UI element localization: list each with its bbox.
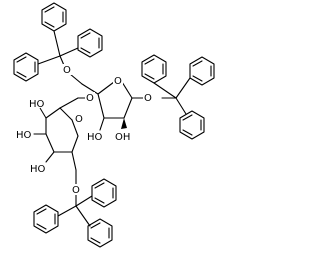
atom-label-oh-pyranose-3: HO — [16, 130, 32, 141]
phenyl-ring — [33, 204, 59, 234]
atom-label-o-trityl-bottom: O — [72, 185, 80, 196]
phenyl-ring — [179, 110, 205, 140]
atom-label-o-furanose-ring: O — [114, 76, 122, 87]
atom-label-oh-furanose-3: HO — [87, 132, 103, 143]
phenyl-ring — [13, 52, 39, 82]
phenyl-ring — [141, 54, 167, 84]
atom-label-o-glycosidic: O — [86, 93, 94, 104]
trityl-group-top — [13, 2, 103, 82]
furanose-ring — [69, 73, 145, 131]
atom-label-o-trityl-top: O — [63, 65, 71, 76]
atom-label-o-trityl-right: O — [144, 93, 152, 104]
phenyl-ring — [87, 218, 113, 248]
atom-labels: O O O O O O HO OH HO HO HO — [16, 64, 153, 196]
chemical-structure-diagram: O O O O O O HO OH HO HO HO — [13, 2, 215, 248]
phenyl-ring — [41, 2, 67, 32]
trityl-group-bottom — [33, 178, 117, 248]
atom-label-o-pyranose-ring: O — [75, 114, 83, 125]
phenyl-ring — [91, 178, 117, 208]
phenyl-ring — [189, 56, 215, 86]
trityl-group-right — [141, 54, 215, 140]
atom-label-oh-furanose-4: OH — [115, 132, 130, 143]
structure-canvas: O O O O O O HO OH HO HO HO — [13, 2, 215, 248]
atom-label-oh-pyranose-2: HO — [29, 99, 45, 110]
atom-label-oh-pyranose-4: HO — [30, 164, 46, 175]
phenyl-ring — [77, 28, 103, 58]
